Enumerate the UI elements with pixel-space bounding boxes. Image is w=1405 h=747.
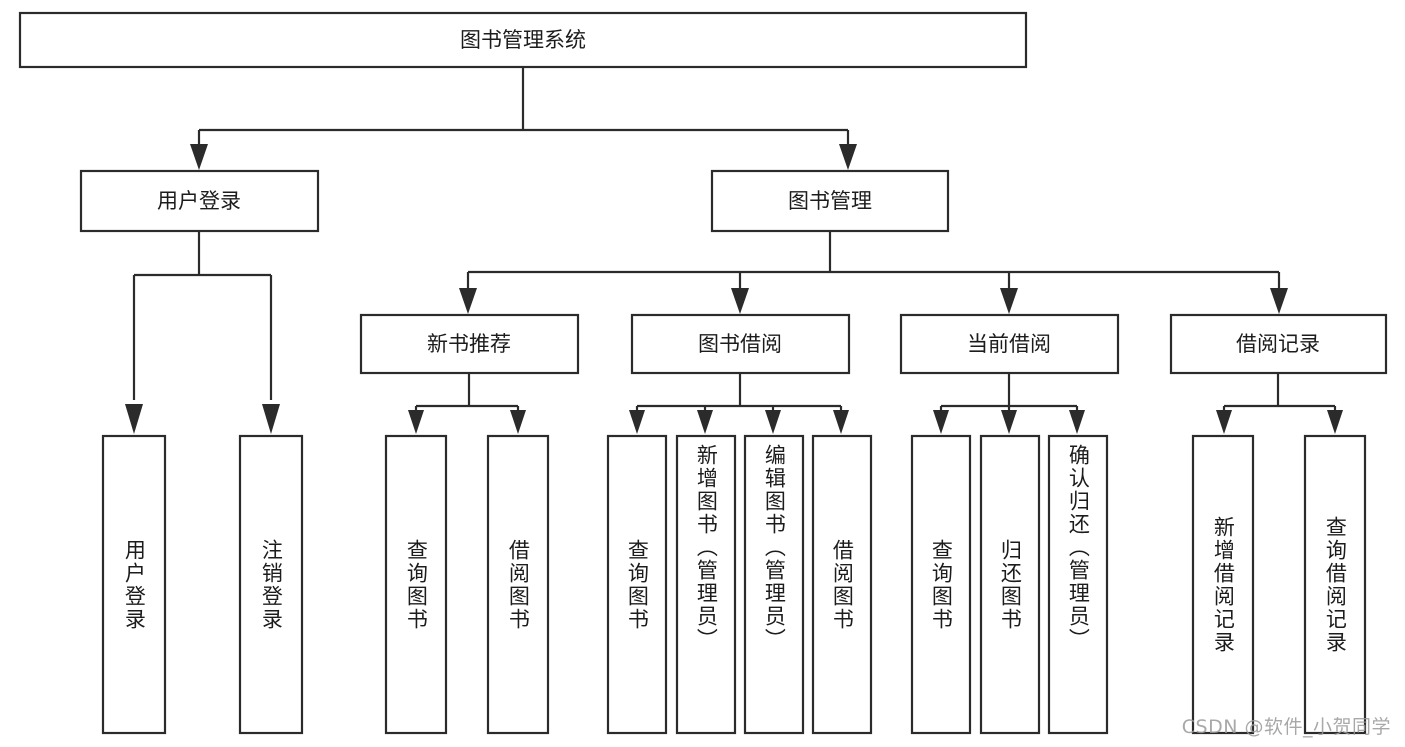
current-borrow-box [899, 313, 1120, 375]
arrow-to-leaf-borrow-book-1 [510, 410, 526, 434]
arrow-to-leaf-edit-book [765, 410, 781, 434]
arrow-to-leaf-add-record [1216, 410, 1232, 434]
book-borrow-label: 图书借阅 [698, 332, 782, 356]
arrow-to-leaf-borrow-book-2 [833, 410, 849, 434]
leaf-box-query-record[interactable] [1303, 434, 1367, 735]
leaf-box-return-book[interactable] [979, 434, 1041, 735]
arrow-to-leaf-query-book-2 [629, 410, 645, 434]
user-login-label: 用户登录 [157, 189, 241, 213]
borrow-record-label: 借阅记录 [1236, 332, 1320, 356]
node-user-login[interactable]: 用户登录 [79, 169, 320, 233]
node-current-borrow[interactable]: 当前借阅 [899, 313, 1120, 375]
arrow-to-borrow-record [1270, 288, 1288, 314]
connector-user-login-to-leaves [125, 231, 280, 434]
leaf-box-borrow-book-1[interactable] [486, 434, 550, 735]
connector-book-borrow-to-leaves [629, 373, 849, 434]
arrow-to-leaf-query-book-1 [408, 410, 424, 434]
leaf-box-borrow-book-2[interactable] [811, 434, 873, 735]
arrow-to-leaf-query-record [1327, 410, 1343, 434]
leaf-box-query-book-2[interactable] [606, 434, 668, 735]
connector-borrow-record-to-leaves [1216, 373, 1343, 434]
new-book-recommend-label: 新书推荐 [427, 332, 511, 356]
node-book-borrow[interactable]: 图书借阅 [630, 313, 851, 375]
arrow-to-current-borrow [1000, 288, 1018, 314]
node-new-book-recommend[interactable]: 新书推荐 [359, 313, 580, 375]
node-root[interactable]: 图书管理系统 [18, 11, 1028, 69]
arrow-to-leaf-logout [262, 404, 280, 434]
new-book-recommend-box [359, 313, 580, 375]
leaf-box-add-book[interactable] [675, 434, 737, 735]
arrow-to-leaf-add-book [697, 410, 713, 434]
arrow-to-user-login [190, 144, 208, 170]
leaf-box-logout[interactable] [238, 434, 304, 735]
leaf-box-add-record[interactable] [1191, 434, 1255, 735]
leaf-box-query-book-1[interactable] [384, 434, 448, 735]
arrow-to-book-manage [839, 144, 857, 170]
root-box [18, 11, 1028, 69]
arrow-to-leaf-query-book-3 [933, 410, 949, 434]
node-borrow-record[interactable]: 借阅记录 [1169, 313, 1388, 375]
user-login-box [79, 169, 320, 233]
leaf-box-user-login[interactable] [101, 434, 167, 735]
connector-new-book-to-leaves [408, 373, 526, 434]
arrow-to-book-borrow [731, 288, 749, 314]
leaf-box-query-book-3[interactable] [910, 434, 972, 735]
node-book-manage[interactable]: 图书管理 [710, 169, 950, 233]
connector-current-borrow-to-leaves [933, 373, 1085, 434]
leaf-box-edit-book[interactable] [743, 434, 805, 735]
root-label: 图书管理系统 [460, 28, 586, 52]
current-borrow-label: 当前借阅 [967, 332, 1051, 356]
leaf-box-confirm-return[interactable] [1047, 434, 1109, 735]
book-manage-label: 图书管理 [788, 189, 872, 213]
connector-root-to-level2 [190, 67, 857, 170]
arrow-to-new-book [459, 288, 477, 314]
connector-book-manage-to-level3 [459, 231, 1288, 314]
arrow-to-leaf-confirm-return [1069, 410, 1085, 434]
arrow-to-leaf-user-login [125, 404, 143, 434]
arrow-to-leaf-return-book [1001, 410, 1017, 434]
